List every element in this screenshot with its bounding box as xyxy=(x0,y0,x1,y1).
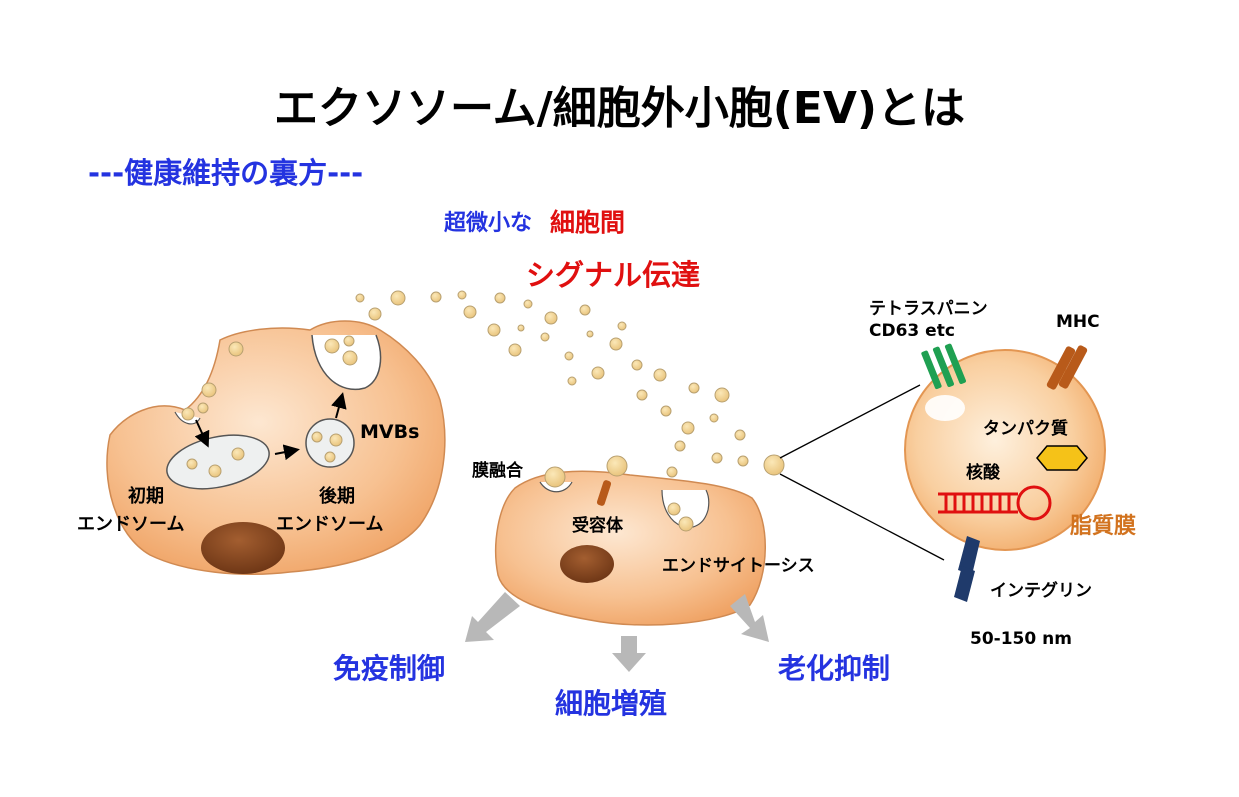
lipid-membrane-label: 脂質膜 xyxy=(1070,514,1137,539)
protein-label: タンパク質 xyxy=(983,419,1068,439)
late-label-1: 後期 xyxy=(319,486,355,507)
signal-transduction: シグナル伝達 xyxy=(526,258,701,292)
nucleic-acid-label: 核酸 xyxy=(966,463,1000,483)
mhc-label: MHC xyxy=(1056,312,1100,332)
mvbs-label: MVBs xyxy=(360,421,420,443)
effect-anti-aging: 老化抑制 xyxy=(778,652,891,685)
protein-icon xyxy=(1036,445,1088,471)
secreting-cell xyxy=(106,320,446,575)
recipient-cell xyxy=(495,455,766,626)
page-subtitle: ---健康維持の裏方--- xyxy=(88,156,364,190)
exosome-structure xyxy=(904,343,1106,602)
signal-highlight: 細胞間 xyxy=(550,208,626,237)
outcome-arrows xyxy=(465,592,769,672)
integrin-icon xyxy=(954,536,980,602)
effect-proliferation: 細胞増殖 xyxy=(555,687,668,720)
nucleic-acid-icon xyxy=(938,485,1052,521)
early-label-1: 初期 xyxy=(128,486,164,507)
mhc-icon xyxy=(1046,345,1088,390)
early-label-2: エンドソーム xyxy=(77,514,185,535)
endocytosis-label: エンドサイトーシス xyxy=(662,556,815,576)
tetraspanin-icon xyxy=(921,343,966,390)
effect-immune: 免疫制御 xyxy=(333,652,446,685)
late-label-2: エンドソーム xyxy=(276,514,384,535)
cd63-label: CD63 etc xyxy=(869,321,955,341)
page-title: エクソソーム/細胞外小胞(EV)とは xyxy=(273,83,966,134)
integrin-label: インテグリン xyxy=(990,581,1092,601)
membrane-fusion-label: 膜融合 xyxy=(472,461,523,481)
signal-prefix: 超微小な xyxy=(444,211,533,236)
receptor-label: 受容体 xyxy=(572,516,623,536)
tetraspanin-label: テトラスパニン xyxy=(869,299,988,319)
size-label: 50-150 nm xyxy=(970,629,1072,649)
